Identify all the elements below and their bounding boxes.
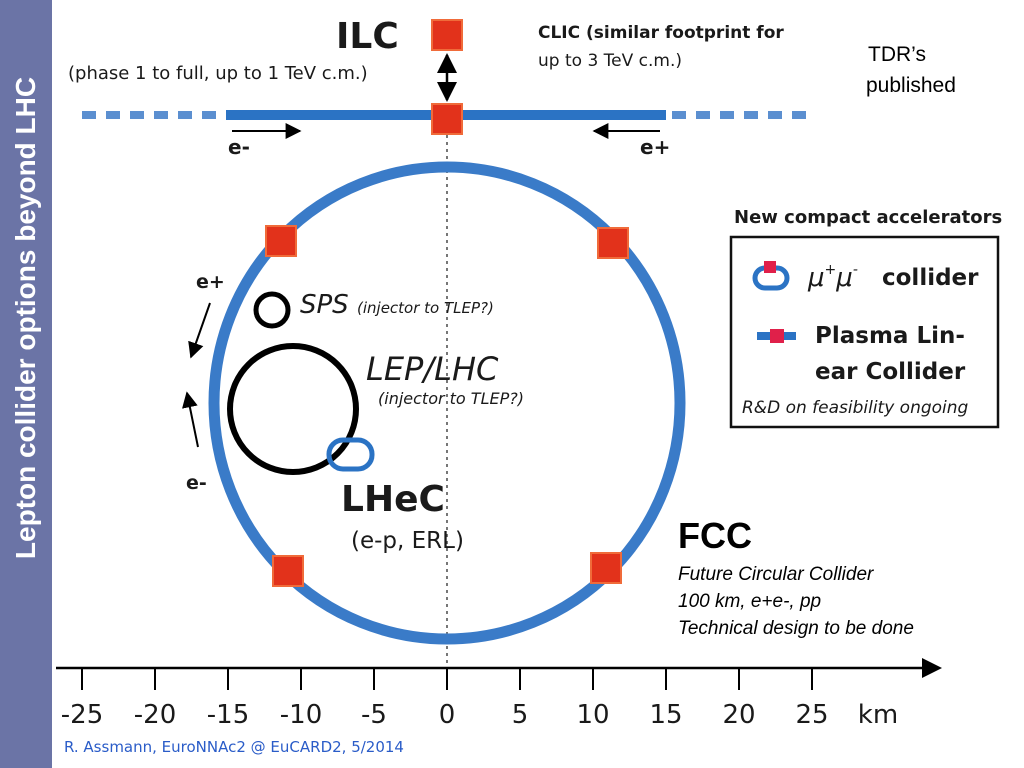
sps-note: (injector to TLEP?): [357, 299, 494, 317]
lhec-note: (e-p, ERL): [351, 528, 464, 554]
sps-name: SPS: [300, 290, 349, 320]
credit-text: R. Assmann, EuroNNAc2 @ EuCARD2, 5/2014: [64, 738, 404, 756]
ilc-center-marker: [431, 103, 463, 135]
fcc-title: FCC: [678, 515, 752, 556]
tdr-line-1: TDR’s: [868, 43, 926, 66]
ilc-subtitle: (phase 1 to full, up to 1 TeV c.m.): [68, 63, 368, 84]
lep-lhc-name: LEP/LHC: [366, 350, 499, 388]
ring-marker-bottom-left: [272, 555, 304, 587]
axis-tick-label: -5: [361, 700, 387, 730]
e-plus-ring-arrow: [188, 302, 211, 359]
sidebar: Lepton collider options beyond LHC: [0, 0, 52, 768]
axis-tick-label: 20: [722, 700, 755, 730]
linear-e-plus-label: e+: [640, 135, 670, 159]
legend-title: New compact accelerators: [734, 207, 1002, 228]
muon-symbol: μ+μ-: [807, 262, 858, 293]
clic-line-2: up to 3 TeV c.m.): [538, 51, 682, 71]
lep-lhc-note: (injector to TLEP?): [378, 389, 524, 408]
linear-e-minus-label: e-: [228, 135, 250, 159]
tdr-line-2: published: [866, 74, 956, 97]
axis-ticks: -25 -20 -15 -10 -5 0 5 10 15 20 25: [61, 668, 829, 730]
ring-e-plus-label: e+: [196, 271, 225, 293]
axis-tick-label: 15: [649, 700, 682, 730]
fcc-line-2: 100 km, e+e-, pp: [678, 591, 821, 612]
e-minus-ring-arrow: [182, 391, 199, 448]
axis-tick-label: -20: [134, 700, 176, 730]
km-axis-arrowhead: [922, 658, 942, 678]
lhec-name: LHeC: [341, 479, 445, 520]
fcc-ring: [208, 161, 686, 645]
legend-footer: R&D on feasibility ongoing: [742, 398, 969, 418]
axis-tick-label: 25: [795, 700, 828, 730]
muon-collider-marker-icon: [764, 261, 776, 273]
axis-tick-label: 0: [439, 700, 456, 730]
plasma-collider-marker-icon: [770, 329, 784, 343]
axis-tick-label: 5: [512, 700, 529, 730]
ring-marker-top-right: [597, 227, 629, 259]
clic-line-1: CLIC (similar footprint for: [538, 23, 784, 43]
fcc-line-3: Technical design to be done: [678, 618, 914, 639]
axis-unit: km: [858, 700, 898, 730]
interaction-point-markers: [265, 19, 629, 587]
ilc-title: ILC: [336, 16, 399, 57]
axis-tick-label: -25: [61, 700, 103, 730]
sps-ring: [253, 291, 291, 329]
axis-tick-label: 10: [576, 700, 609, 730]
plasma-label-line-2: ear Collider: [815, 359, 966, 385]
ring-e-minus-label: e-: [186, 472, 207, 494]
plasma-label-line-1: Plasma Lin-: [815, 323, 965, 349]
lhec-loop: [326, 437, 375, 472]
muon-collider-label: collider: [882, 265, 979, 291]
ring-marker-top-left: [265, 225, 297, 257]
axis-tick-label: -10: [280, 700, 322, 730]
ilc-top-marker: [431, 19, 463, 51]
ring-marker-bottom-right: [590, 552, 622, 584]
legend-box: [729, 235, 1000, 429]
fcc-line-1: Future Circular Collider: [678, 564, 874, 585]
lep-lhc-ring: [227, 343, 359, 475]
axis-tick-label: -15: [207, 700, 249, 730]
